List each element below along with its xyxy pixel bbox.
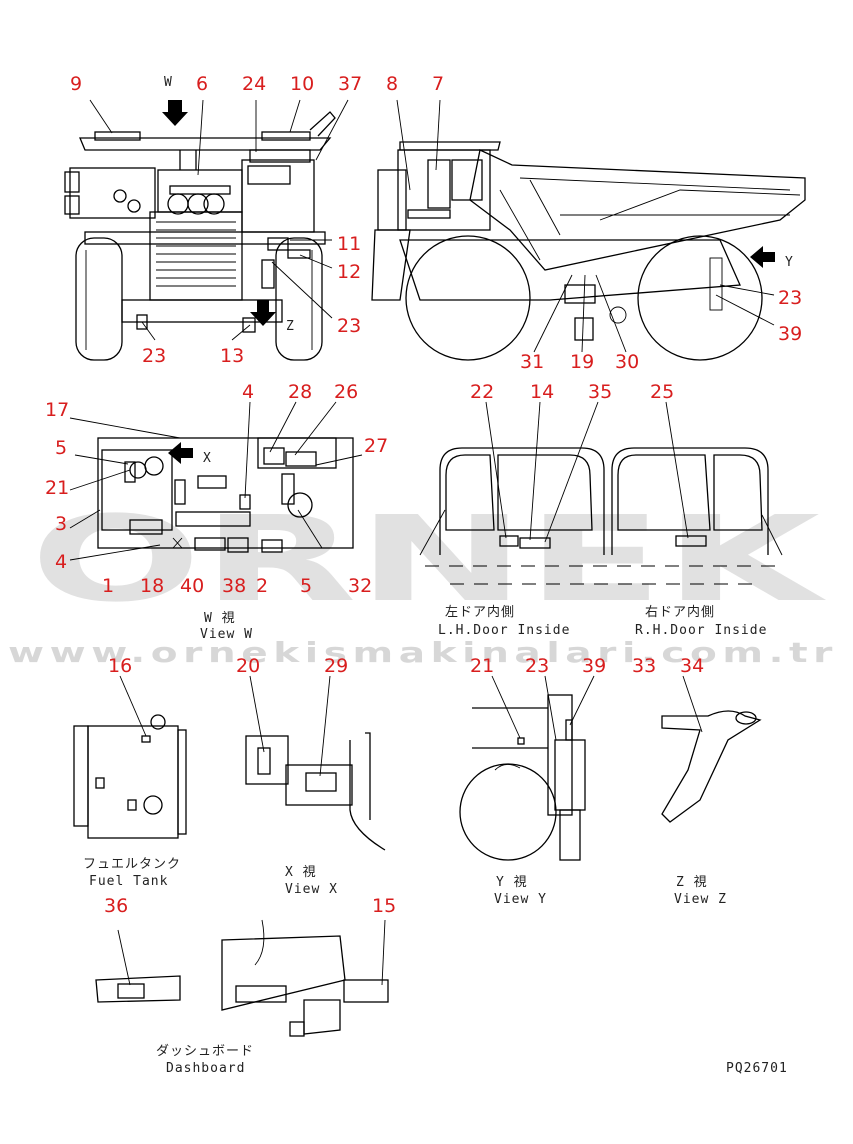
callout-y-39: 39 (582, 655, 606, 677)
callout-side-30: 30 (615, 351, 639, 373)
front-view-truck: W Z 9 6 24 10 37 11 12 23 23 13 (64, 73, 362, 367)
callout-door-35: 35 (588, 381, 612, 403)
dashboard-diagram: 15 ダッシュボード Dashboard (156, 895, 396, 1076)
callout-front-23b: 23 (142, 345, 166, 367)
caption-view-z-jp: Z 視 (676, 875, 708, 890)
callout-w-2: 2 (256, 575, 268, 597)
callout-misc-16: 16 (108, 655, 132, 677)
callout-front-6: 6 (196, 73, 208, 95)
drawing-code: PQ26701 (726, 1061, 788, 1076)
callout-door-14: 14 (530, 381, 554, 403)
callout-side-8: 8 (386, 73, 398, 95)
caption-lh-door-jp: 左ドア内側 (445, 604, 515, 620)
callout-side-23: 23 (778, 287, 802, 309)
callout-w-1: 1 (102, 575, 114, 597)
caption-view-y-en: View Y (494, 892, 547, 907)
callout-front-10: 10 (290, 73, 314, 95)
view-w-diagram: X 17 5 21 3 4 4 28 26 27 1 18 40 38 2 5 … (45, 381, 388, 642)
callout-door-25: 25 (650, 381, 674, 403)
switch-panel-diagram: 36 (95, 895, 181, 1003)
caption-dashboard-jp: ダッシュボード (156, 1044, 254, 1059)
view-y-diagram: 21 23 39 Y 視 View Y (459, 655, 606, 907)
callout-w-27: 27 (364, 435, 388, 457)
caption-view-x-jp: X 視 (285, 865, 317, 880)
callout-front-13: 13 (220, 345, 244, 367)
callout-front-9: 9 (70, 73, 82, 95)
callout-w-32: 32 (348, 575, 372, 597)
callout-w-5b: 5 (300, 575, 312, 597)
callout-y-23: 23 (525, 655, 549, 677)
caption-view-w-en: View W (200, 627, 253, 642)
callout-misc-20: 20 (236, 655, 260, 677)
callout-front-12: 12 (337, 261, 361, 283)
view-arrow-y: Y (785, 255, 794, 270)
callout-misc-36: 36 (104, 895, 128, 917)
callout-w-17: 17 (45, 399, 69, 421)
caption-dashboard-en: Dashboard (166, 1061, 245, 1076)
caption-lh-door-en: L.H.Door Inside (438, 623, 570, 638)
callout-misc-29: 29 (324, 655, 348, 677)
caption-view-w-jp: W 視 (204, 611, 236, 626)
watermark-brand: ORNEK (30, 490, 828, 628)
callout-side-39: 39 (778, 323, 802, 345)
doors-diagram: 22 14 35 25 左ドア内側 L.H.Door Inside 右ドア内側 … (419, 381, 785, 638)
callout-z-33: 33 (632, 655, 656, 677)
callout-w-28: 28 (288, 381, 312, 403)
caption-view-y-jp: Y 視 (496, 875, 528, 890)
fuel-tank-diagram: 16 フュエルタンク Fuel Tank (73, 655, 187, 889)
callout-front-37: 37 (338, 73, 362, 95)
callout-w-40: 40 (180, 575, 204, 597)
callout-z-34: 34 (680, 655, 704, 677)
callout-misc-15: 15 (372, 895, 396, 917)
caption-fuel-tank-en: Fuel Tank (89, 874, 168, 889)
callout-w-38: 38 (222, 575, 246, 597)
view-arrow-w: W (164, 75, 173, 90)
callout-door-22: 22 (470, 381, 494, 403)
watermark-url: www.ornekismakinalari.com.tr (8, 636, 838, 669)
callout-side-19: 19 (570, 351, 594, 373)
callout-w-4b: 4 (242, 381, 254, 403)
callout-w-3: 3 (55, 513, 67, 535)
callout-front-24: 24 (242, 73, 266, 95)
callout-w-21: 21 (45, 477, 69, 499)
view-arrow-z: Z (286, 319, 295, 334)
caption-view-x-en: View X (285, 882, 338, 897)
callout-front-23a: 23 (337, 315, 361, 337)
view-x-diagram: 20 29 X 視 View X (236, 655, 386, 897)
caption-view-z-en: View Z (674, 892, 727, 907)
caption-rh-door-en: R.H.Door Inside (635, 623, 767, 638)
callout-w-5a: 5 (55, 437, 67, 459)
callout-w-4a: 4 (55, 551, 67, 573)
view-z-diagram: 33 34 Z 視 View Z (632, 655, 762, 907)
side-view-truck: Y 8 7 23 39 31 19 30 (371, 73, 806, 373)
caption-fuel-tank-jp: フュエルタンク (83, 857, 181, 872)
view-arrow-x: X (203, 451, 212, 466)
caption-rh-door-jp: 右ドア内側 (645, 604, 715, 620)
callout-front-11: 11 (337, 233, 361, 255)
callout-w-26: 26 (334, 381, 358, 403)
callout-side-31: 31 (520, 351, 544, 373)
callout-w-18: 18 (140, 575, 164, 597)
callout-side-7: 7 (432, 73, 444, 95)
callout-y-21: 21 (470, 655, 494, 677)
